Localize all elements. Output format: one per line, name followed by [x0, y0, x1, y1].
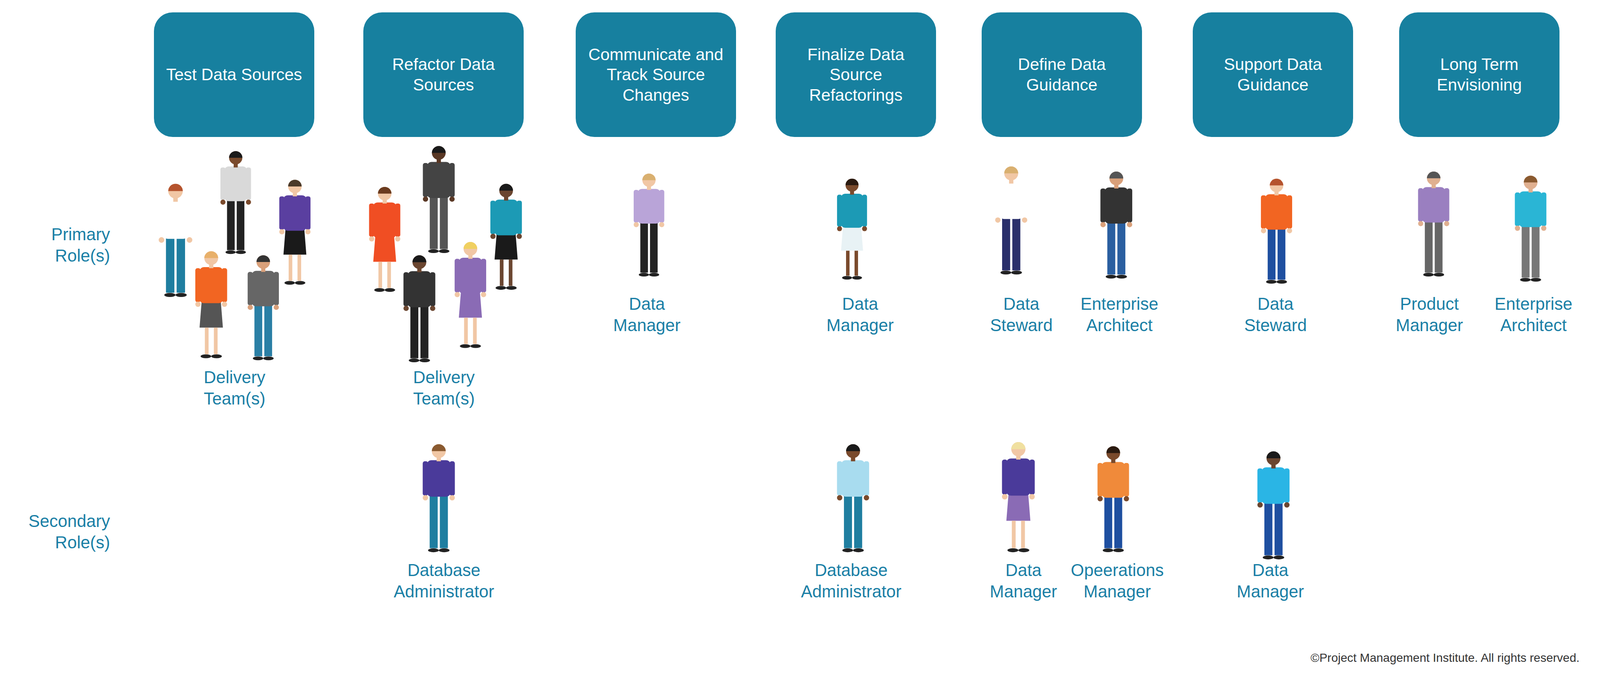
box-label: Define Data Guidance — [990, 54, 1134, 95]
role-name: Delivery Team(s) — [203, 366, 266, 409]
role-name: Enterprise Architect — [1080, 292, 1159, 336]
person-figure — [247, 255, 279, 360]
row-heading: Secondary Role(s) — [28, 510, 111, 553]
person-figure — [220, 150, 252, 254]
box-label: Support Data Guidance — [1201, 54, 1345, 95]
person-figure — [837, 443, 870, 552]
box-label: Finalize Data Source Refactorings — [784, 44, 928, 106]
person-figure — [368, 186, 400, 292]
process-box: Support Data Guidance — [1192, 12, 1354, 137]
role-name: Data Manager — [826, 292, 894, 336]
copyright-note: ©Project Management Institute. All right… — [1310, 649, 1580, 665]
process-box: Long Term Envisioning — [1399, 12, 1560, 137]
box-label: Long Term Envisioning — [1407, 54, 1551, 95]
person-figure — [1100, 171, 1133, 279]
row-heading: Primary Role(s) — [51, 223, 111, 267]
person-figure — [1514, 175, 1547, 282]
person-figure — [403, 255, 436, 363]
person-figure — [1260, 178, 1293, 284]
person-figure — [1097, 446, 1130, 552]
person-figure — [158, 183, 193, 297]
role-name: Delivery Team(s) — [413, 366, 475, 409]
person-figure — [1417, 171, 1450, 277]
role-name: Opeerations Manager — [1070, 559, 1164, 602]
person-figure — [490, 183, 522, 290]
role-name: Data Steward — [990, 292, 1053, 336]
role-name: Data Manager — [1236, 559, 1305, 602]
box-label: Test Data Sources — [166, 64, 303, 85]
person-figure — [1002, 441, 1035, 552]
person-figure — [195, 251, 228, 359]
role-name: Data Manager — [613, 292, 681, 336]
role-name: Enterprise Architect — [1494, 292, 1573, 336]
role-name: Database Administrator — [800, 559, 902, 602]
person-figure — [423, 145, 456, 253]
person-figure — [454, 241, 487, 348]
process-box: Test Data Sources — [153, 12, 315, 137]
person-figure — [279, 179, 311, 285]
role-name: Data Steward — [1244, 292, 1308, 336]
person-figure — [995, 166, 1028, 275]
process-box: Finalize Data Source Refactorings — [775, 12, 937, 137]
role-name: Database Administrator — [393, 559, 495, 602]
box-label: Communicate and Track Source Changes — [584, 44, 728, 106]
process-box: Define Data Guidance — [981, 12, 1143, 137]
person-figure — [1257, 451, 1290, 560]
person-figure — [837, 178, 867, 280]
process-box: Refactor Data Sources — [363, 12, 524, 137]
box-label: Refactor Data Sources — [371, 54, 516, 95]
role-name: Product Manager — [1395, 292, 1464, 336]
role-name: Data Manager — [989, 559, 1058, 602]
process-box: Communicate and Track Source Changes — [575, 12, 737, 137]
person-figure — [633, 173, 665, 277]
person-figure — [422, 443, 455, 552]
